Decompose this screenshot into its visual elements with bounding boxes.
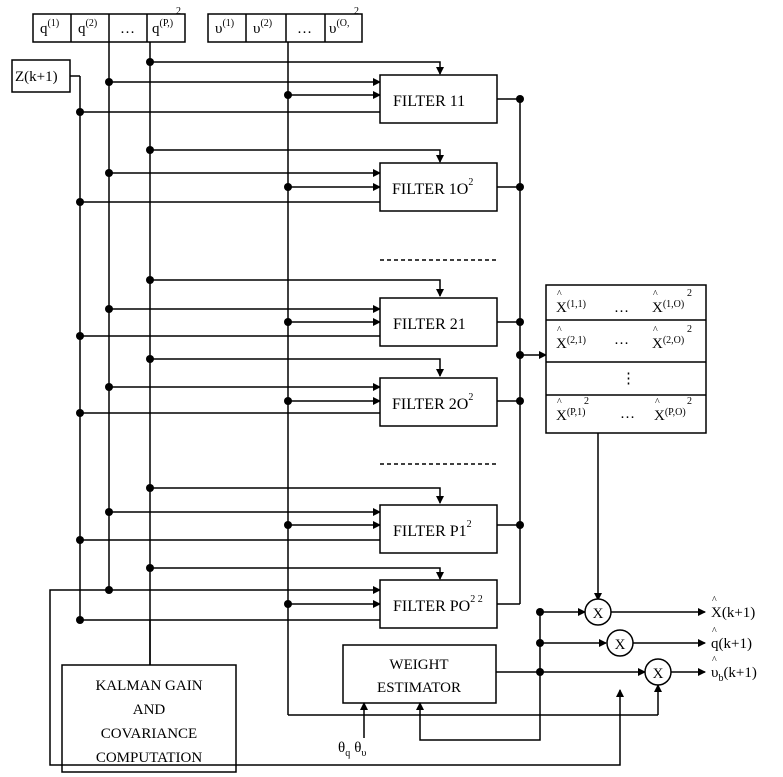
kalman-line-4: COMPUTATION xyxy=(96,750,202,766)
filter-po-box xyxy=(379,579,498,629)
input-z: Z(k+1) xyxy=(11,59,71,93)
filter-group-11: FILTER 11 xyxy=(76,58,524,124)
weight-line-2: ESTIMATOR xyxy=(377,680,461,696)
kalman-line-1: KALMAN GAIN xyxy=(95,678,202,694)
multiplier-x: X xyxy=(584,598,612,626)
filter-p1-label: FILTER P12 xyxy=(393,519,472,540)
hat-mark: ^ xyxy=(712,655,717,666)
v-register-o-sup: 2 xyxy=(354,6,359,17)
table-cell-x1o: X(1,O) xyxy=(652,299,684,316)
filter-group-21: FILTER 21 xyxy=(76,276,524,347)
q-register-2: q(2) xyxy=(78,18,97,37)
table-cell-xp1: X(P,1) xyxy=(556,407,585,424)
table-cell-x21: X(2,1) xyxy=(556,335,586,352)
output-v: ^ υb(k+1) xyxy=(711,655,757,684)
table-ellipsis: … xyxy=(614,300,629,316)
filter-11-label: FILTER 11 xyxy=(393,93,465,110)
q-register-array: q(1) q(2) … q(P,) 2 xyxy=(32,6,186,43)
table-cell-xpo: X(P,O) xyxy=(654,407,686,424)
sup-mark: 2 xyxy=(687,288,692,299)
table-ellipsis: … xyxy=(614,332,629,348)
filter-p1-box xyxy=(379,504,498,554)
kalman-gain-box: KALMAN GAIN AND COVARIANCE COMPUTATION xyxy=(61,664,237,773)
svg-text:υb(k+1): υb(k+1) xyxy=(711,665,757,684)
v-register-o: υ(O, xyxy=(329,18,350,37)
hat-mark: ^ xyxy=(557,325,562,336)
hat-mark: ^ xyxy=(655,397,660,408)
filter-1o-label: FILTER 1O2 xyxy=(392,177,473,198)
weight-line-1: WEIGHT xyxy=(389,657,448,673)
filter-21-label: FILTER 21 xyxy=(393,316,466,333)
filter-21-box xyxy=(379,297,498,347)
q-register-p-sup: 2 xyxy=(176,6,181,17)
estimate-table: X(1,1) ^ … X(1,O) ^ 2 X(2,1) ^ … X(2,O) … xyxy=(545,284,707,434)
hat-mark: ^ xyxy=(712,595,717,606)
svg-text:X: X xyxy=(615,637,626,653)
kalman-line-3: COVARIANCE xyxy=(101,726,197,742)
svg-text:X(k+1): X(k+1) xyxy=(711,605,755,621)
filter-2o-box xyxy=(379,377,498,427)
table-vellipsis: ⋮ xyxy=(621,371,636,387)
hat-mark: ^ xyxy=(557,397,562,408)
kalman-line-2: AND xyxy=(133,702,166,718)
filter-group-po: FILTER PO2 2 xyxy=(76,564,520,629)
filter-group-1o: FILTER 1O2 xyxy=(76,146,524,212)
table-cell-x11: X(1,1) xyxy=(556,299,586,316)
v-register-array: υ(1) υ(2) … υ(O, 2 xyxy=(207,6,363,43)
sup-mark: 2 xyxy=(584,396,589,407)
output-x: ^ X(k+1) xyxy=(711,595,755,621)
hat-mark: ^ xyxy=(653,325,658,336)
svg-text:X: X xyxy=(593,606,604,622)
multiplier-q: X xyxy=(606,629,634,657)
output-q: ^ q(k+1) xyxy=(711,626,752,652)
filter-po-label: FILTER PO2 2 xyxy=(393,594,483,615)
v-register-1: υ(1) xyxy=(215,18,234,37)
q-register-1: q(1) xyxy=(40,18,59,37)
table-ellipsis: … xyxy=(620,406,635,422)
sup-mark: 2 xyxy=(687,396,692,407)
svg-text:X: X xyxy=(653,666,664,682)
q-register-p: q(P,) xyxy=(152,18,173,37)
table-cell-x2o: X(2,O) xyxy=(652,335,684,352)
input-z-label: Z(k+1) xyxy=(15,69,58,85)
hat-mark: ^ xyxy=(712,626,717,637)
hat-mark: ^ xyxy=(557,289,562,300)
sup-mark: 2 xyxy=(687,324,692,335)
filter-1o-box xyxy=(379,162,498,212)
multiplier-v: X xyxy=(644,658,672,686)
filter-group-p1: FILTER P12 xyxy=(76,484,524,554)
v-register-ellipsis: … xyxy=(297,21,312,37)
svg-text:q(k+1): q(k+1) xyxy=(711,636,752,652)
v-register-2: υ(2) xyxy=(253,18,272,37)
weight-estimator-box: WEIGHT ESTIMATOR xyxy=(342,644,497,704)
filter-2o-label: FILTER 2O2 xyxy=(392,392,473,413)
hat-mark: ^ xyxy=(653,289,658,300)
q-register-ellipsis: … xyxy=(120,21,135,37)
filter-group-2o: FILTER 2O2 xyxy=(76,355,524,427)
